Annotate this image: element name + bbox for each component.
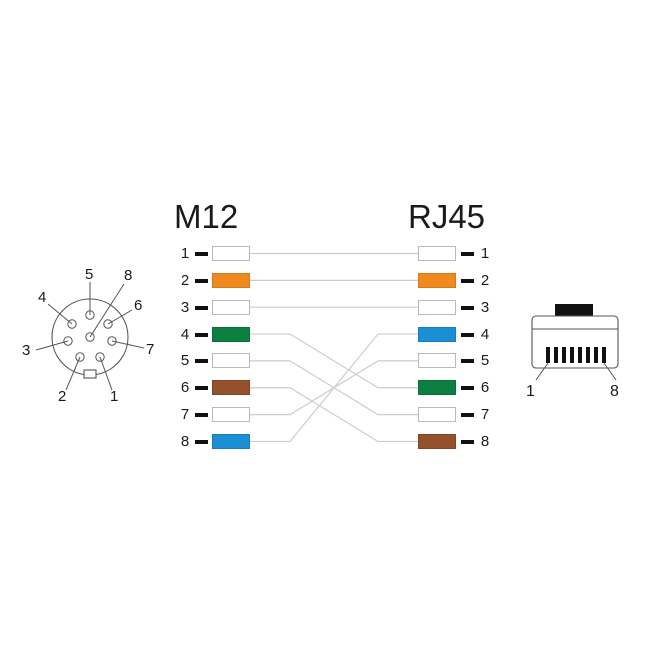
left-pin-row-7: 7 [181,406,250,423]
left-connector-title: M12 [174,198,239,235]
right-wire-block-white-5 [418,353,456,369]
left-pin-row-2: 2 [181,272,250,289]
left-pin-dash-2 [195,278,208,283]
rj45-leader-lines [535,362,617,381]
m12-label-4: 4 [38,289,46,306]
left-pin-number-8: 8 [180,432,190,450]
right-pin-row-7: 7 [418,406,489,423]
left-pin-dash-5 [195,359,208,364]
right-pin-number-1: 1 [480,245,490,262]
right-pin-number-3: 3 [480,298,490,316]
left-pin-row-8: 8 [181,433,250,450]
rj45-connector-svg: 1 8 [526,304,619,400]
rj45-contacts [546,347,606,363]
right-pin-row-6: 6 [418,379,489,396]
rj45-pin-labels: 1 8 [526,383,619,400]
wire-brown-6-to-8 [250,387,418,443]
right-pin-number-8: 8 [480,432,490,450]
wire-green-4-to-6 [250,333,418,389]
m12-label-8: 8 [124,267,132,284]
right-wire-block-brown-8 [418,433,456,449]
right-pin-row-2: 2 [418,272,489,289]
m12-label-1: 1 [110,388,118,405]
left-wire-block-white-5 [212,353,250,369]
right-pin-dash-6 [461,386,474,391]
left-pin-number-1: 1 [180,245,190,262]
m12-connector-svg: 5 4 6 8 3 7 2 1 [22,266,154,405]
left-pin-dash-4 [195,332,208,337]
rj45-label-8: 8 [610,383,619,400]
left-wire-block-white-3 [212,299,250,315]
left-wire-block-blue-8 [212,433,250,449]
wire-white-5-to-7 [250,360,418,416]
left-wire-block-white-1 [212,246,250,261]
right-pin-row-8: 8 [418,433,489,450]
right-pin-row-4: 4 [418,326,489,343]
right-pin-dash-3 [461,305,474,310]
right-pin-number-4: 4 [480,325,490,343]
m12-pin-labels: 5 4 6 8 3 7 2 1 [22,266,154,405]
left-pin-dash-1 [195,252,208,256]
right-pin-row-5: 5 [418,352,489,369]
right-pin-dash-2 [461,278,474,283]
left-wire-block-white-7 [212,407,250,423]
left-pin-dash-7 [195,413,208,418]
right-pin-row-3: 3 [418,299,489,316]
rj45-connector-graphic: 1 8 [522,296,628,400]
right-pin-number-2: 2 [480,271,490,289]
left-pin-number-2: 2 [180,271,190,289]
left-pin-dash-3 [195,305,208,310]
m12-connector-graphic: 5 4 6 8 3 7 2 1 [20,262,160,405]
m12-keyway [83,369,97,379]
m12-label-7: 7 [146,341,154,358]
left-pin-number-6: 6 [180,379,190,397]
right-pin-number-7: 7 [480,406,490,424]
m12-label-3: 3 [22,342,30,359]
left-wire-block-brown-6 [212,380,250,396]
left-pin-number-4: 4 [180,325,190,343]
left-pin-row-4: 4 [181,326,250,343]
left-wire-block-orange-2 [212,272,250,288]
wire-white-7-to-5 [250,360,418,416]
left-pin-row-1: 1 [181,245,250,262]
left-wire-block-green-4 [212,326,250,342]
m12-leader-lines [35,282,145,391]
left-pin-row-5: 5 [181,352,250,369]
left-pin-number-5: 5 [180,352,190,370]
right-pin-dash-4 [461,332,474,337]
right-wire-block-orange-2 [418,272,456,288]
right-wire-block-blue-4 [418,326,456,342]
right-pin-dash-1 [461,252,474,256]
wire-blue-8-to-4 [250,333,418,443]
m12-label-5: 5 [85,266,93,283]
left-pin-row-3: 3 [181,299,250,316]
right-pin-row-1: 1 [418,245,489,262]
right-wire-block-white-3 [418,299,456,315]
left-pin-number-7: 7 [180,406,190,424]
right-connector-title: RJ45 [408,198,486,235]
right-wire-block-green-6 [418,380,456,396]
right-pin-dash-5 [461,359,474,364]
right-pin-dash-8 [461,439,474,444]
left-pin-row-6: 6 [181,379,250,396]
left-pin-number-3: 3 [180,298,190,316]
left-pin-dash-8 [195,439,208,444]
m12-label-6: 6 [134,297,142,314]
right-pin-number-5: 5 [480,352,490,370]
right-pin-dash-7 [461,413,474,418]
m12-label-2: 2 [58,388,66,405]
right-wire-block-white-1 [418,246,456,261]
left-pin-dash-6 [195,386,208,391]
rj45-label-1: 1 [526,383,535,400]
right-pin-number-6: 6 [480,379,490,397]
right-wire-block-white-7 [418,407,456,423]
